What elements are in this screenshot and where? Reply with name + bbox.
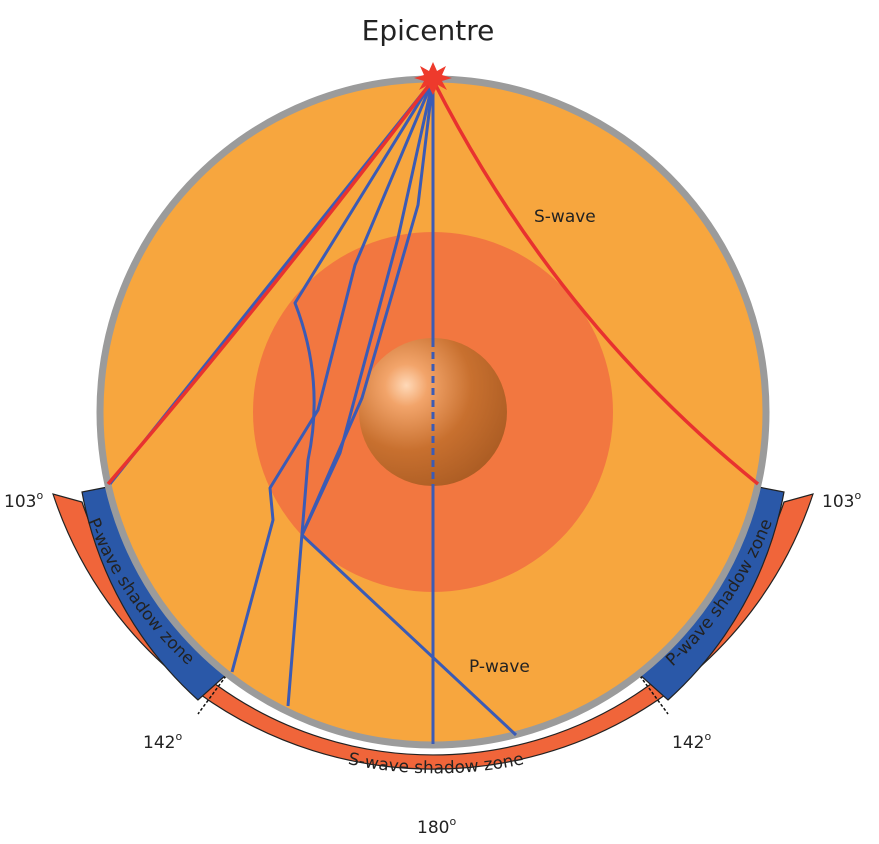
- p-wave-ray-5: [300, 79, 435, 536]
- epicentre-star-icon: [414, 62, 452, 95]
- p-wave-ray-2: [286, 79, 435, 707]
- s-wave-paths: [106, 78, 760, 486]
- angle-142-left-value: 142: [143, 733, 175, 753]
- epicentre-title: Epicentre: [362, 14, 495, 47]
- s-wave-label: S-wave: [534, 207, 596, 227]
- angle-142-left: 142o: [143, 730, 182, 753]
- angle-103-left-value: 103: [4, 492, 36, 512]
- angle-103-right-degree: o: [854, 489, 861, 502]
- p-wave-ray-4: [300, 79, 518, 737]
- p-wave-ray-3: [230, 79, 435, 673]
- angle-142-right-value: 142: [672, 733, 704, 753]
- p-wave-label: P-wave: [469, 657, 530, 677]
- divider-142-left: [197, 675, 227, 715]
- angle-103-right: 103o: [822, 489, 861, 512]
- angle-142-left-degree: o: [175, 730, 182, 743]
- angle-103-left-degree: o: [36, 489, 43, 502]
- angle-180-degree: o: [449, 815, 456, 828]
- angle-180-bottom: 180o: [417, 815, 456, 838]
- divider-142-right: [639, 675, 669, 715]
- angle-142-right: 142o: [672, 730, 711, 753]
- angle-103-left: 103o: [4, 489, 43, 512]
- s-wave-ray-left: [106, 78, 435, 486]
- s-wave-shadow-label: S-wave shadow zone: [346, 749, 525, 778]
- angle-103-right-value: 103: [822, 492, 854, 512]
- s-wave-shadow-band: [52, 493, 814, 770]
- angle-142-right-degree: o: [704, 730, 711, 743]
- angle-180-value: 180: [417, 818, 449, 838]
- s-wave-ray-right: [431, 79, 760, 486]
